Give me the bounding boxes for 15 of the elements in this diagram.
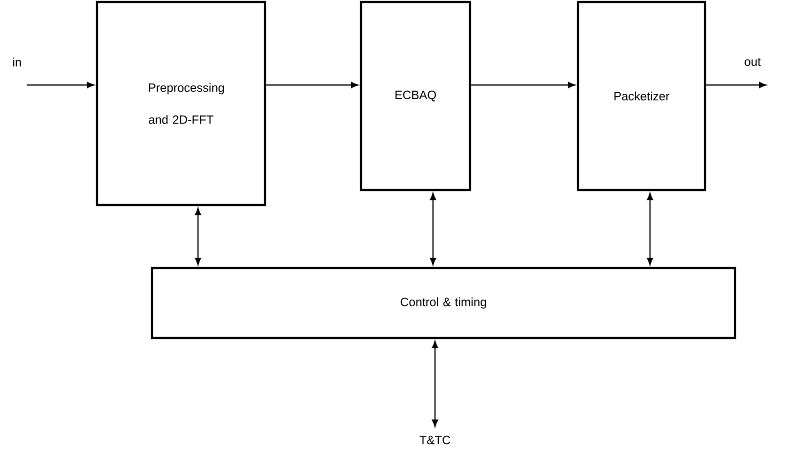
process-box: Packetizer — [576, 0, 706, 192]
process-box: Preprocessing and 2D-FFT — [96, 0, 266, 206]
process-box: Control & timing — [150, 266, 736, 340]
signal-label: in — [13, 58, 21, 66]
signal-label: out — [744, 58, 761, 66]
process-box: ECBAQ — [360, 0, 472, 192]
arrow — [430, 192, 436, 266]
arrow — [432, 340, 438, 427]
signal-label: T&TC — [420, 436, 450, 444]
arrow — [194, 208, 202, 266]
arrow — [26, 82, 94, 88]
arrow — [471, 82, 576, 88]
arrow — [706, 82, 766, 88]
arrow — [646, 192, 654, 266]
arrow — [266, 82, 358, 88]
